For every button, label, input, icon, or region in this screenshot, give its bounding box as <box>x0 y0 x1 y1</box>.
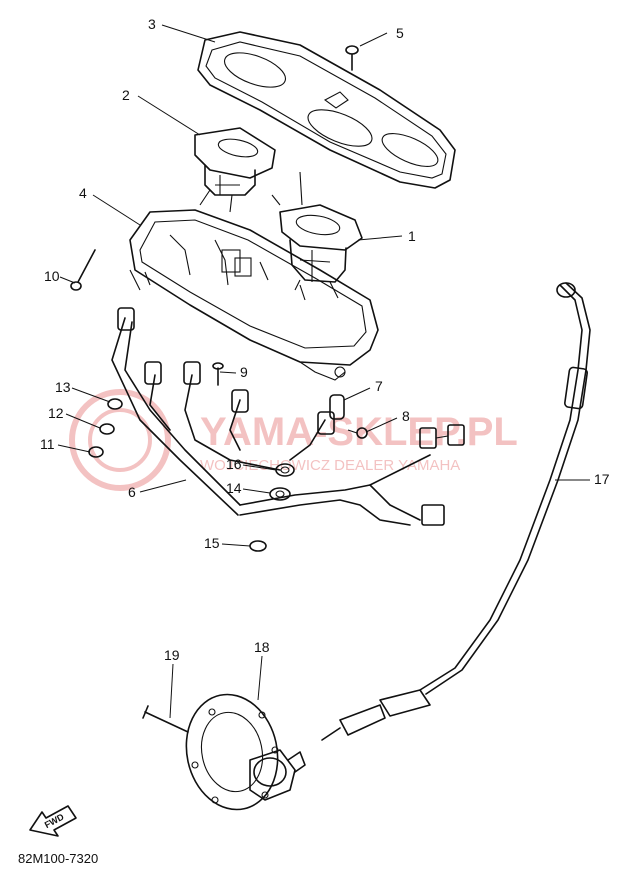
part-8-screw <box>347 427 368 439</box>
callout-6: 6 <box>128 484 136 500</box>
part-15-clamp <box>249 540 267 552</box>
part-4-meter-case <box>129 209 379 381</box>
callout-7: 7 <box>375 378 383 394</box>
drawing-code: 82M100-7320 <box>18 851 98 866</box>
watermark-subtitle: WOJCIECHOWICZ DEALER YAMAHA <box>200 457 460 474</box>
part-1-gauge-assembly <box>271 171 363 299</box>
forward-arrow: FWD <box>29 805 77 837</box>
callout-16: 16 <box>226 456 242 472</box>
callout-5: 5 <box>396 25 404 41</box>
watermark: YAMA-SKLEP.PL WOJCIECHOWICZ DEALER YAMAH… <box>69 389 518 491</box>
callout-14: 14 <box>226 480 242 496</box>
part-9-bolt <box>212 362 224 386</box>
part-3-meter-cover <box>197 31 456 189</box>
forward-label: FWD <box>43 811 66 830</box>
part-2-gauge-assembly <box>194 127 276 213</box>
callout-9: 9 <box>240 364 248 380</box>
callout-1: 1 <box>408 228 416 244</box>
callout-18: 18 <box>254 639 270 655</box>
part-12-bulb <box>99 423 115 435</box>
callout-8: 8 <box>402 408 410 424</box>
callout-12: 12 <box>48 405 64 421</box>
callout-10: 10 <box>44 268 60 284</box>
callout-2: 2 <box>122 87 130 103</box>
part-18-gear-unit <box>185 693 306 811</box>
leader-lines <box>57 24 590 719</box>
callout-4: 4 <box>79 185 87 201</box>
watermark-title: YAMA-SKLEP.PL <box>200 410 518 454</box>
part-13-bulb <box>107 398 123 410</box>
part-6-wire-harness <box>111 307 465 526</box>
part-17-speedometer-cable <box>321 282 591 741</box>
callout-13: 13 <box>55 379 71 395</box>
callout-numbers: 3 5 2 1 4 10 9 7 8 13 12 11 16 14 15 6 1… <box>40 16 610 663</box>
part-19-pin <box>142 705 189 733</box>
callout-15: 15 <box>204 535 220 551</box>
part-10-bolt <box>70 249 96 291</box>
part-7-sleeve <box>329 394 345 420</box>
part-5-screw <box>345 45 359 71</box>
callout-17: 17 <box>594 471 610 487</box>
callout-19: 19 <box>164 647 180 663</box>
callout-11: 11 <box>40 436 55 452</box>
callout-3: 3 <box>148 16 156 32</box>
part-14-grommet <box>269 487 291 501</box>
